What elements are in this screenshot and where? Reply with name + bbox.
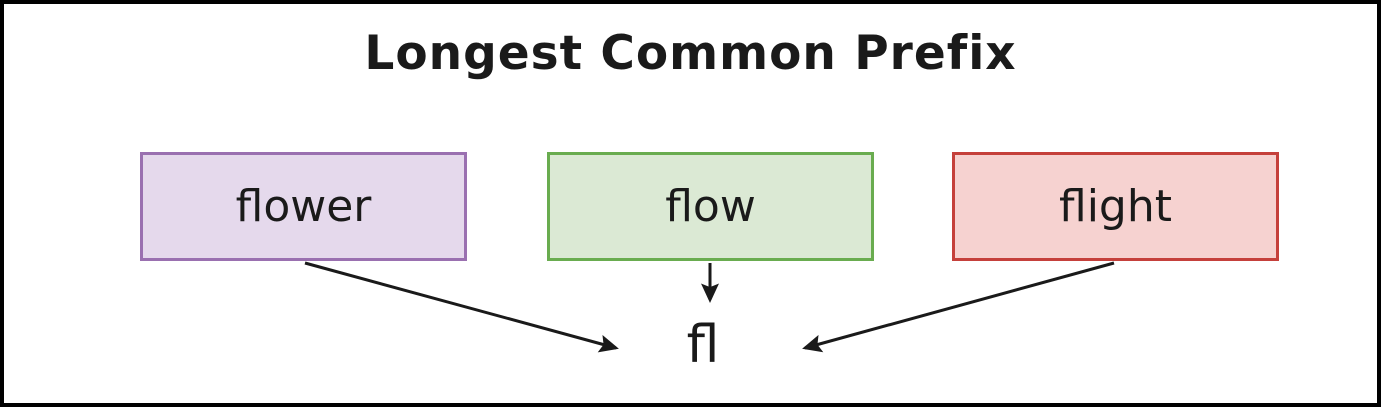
- arrow-flower-to-result-icon: [304, 261, 619, 353]
- arrow-layer: [304, 261, 1115, 353]
- diagram-title: Longest Common Prefix: [364, 26, 1017, 81]
- word-box-flower: flower: [140, 152, 467, 261]
- result-prefix-text: fl: [686, 315, 720, 375]
- arrow-flight-to-result-icon: [802, 261, 1115, 353]
- word-label-flight: flight: [1058, 181, 1172, 232]
- word-label-flower: flower: [235, 181, 372, 232]
- word-label-flow: flow: [665, 181, 756, 232]
- word-box-flight: flight: [952, 152, 1279, 261]
- word-box-flow: flow: [547, 152, 874, 261]
